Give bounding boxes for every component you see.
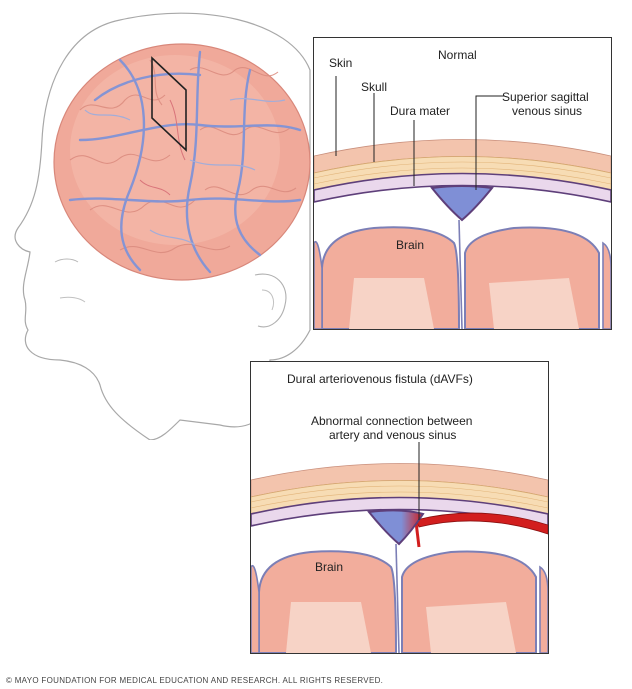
skin-label: Skin — [329, 56, 353, 70]
normal-cross-section-panel: Normal Skin Skull Dura mater Superior sa… — [313, 37, 612, 330]
davf-title: Dural arteriovenous fistula (dAVFs) — [287, 372, 473, 386]
sinus-label-line1: Superior sagittal — [502, 90, 589, 104]
skull-label: Skull — [361, 80, 388, 94]
sinus-label-line2: venous sinus — [512, 104, 583, 118]
normal-title: Normal — [438, 48, 477, 62]
copyright-notice: © MAYO FOUNDATION FOR MEDICAL EDUCATION … — [6, 676, 384, 685]
connection-label-line1: Abnormal connection between — [311, 414, 473, 428]
brain-label-normal: Brain — [396, 238, 425, 252]
normal-cross-section-art — [314, 76, 611, 329]
davf-cross-section-art — [251, 442, 548, 653]
dura-mater-label: Dura mater — [390, 104, 451, 118]
head-with-brain-icon — [14, 12, 311, 440]
davf-cross-section-panel: Dural arteriovenous fistula (dAVFs) Abno… — [250, 361, 549, 654]
head-illustration — [0, 0, 330, 440]
brain-label-davf: Brain — [315, 560, 344, 574]
connection-label-line2: artery and venous sinus — [329, 428, 457, 442]
